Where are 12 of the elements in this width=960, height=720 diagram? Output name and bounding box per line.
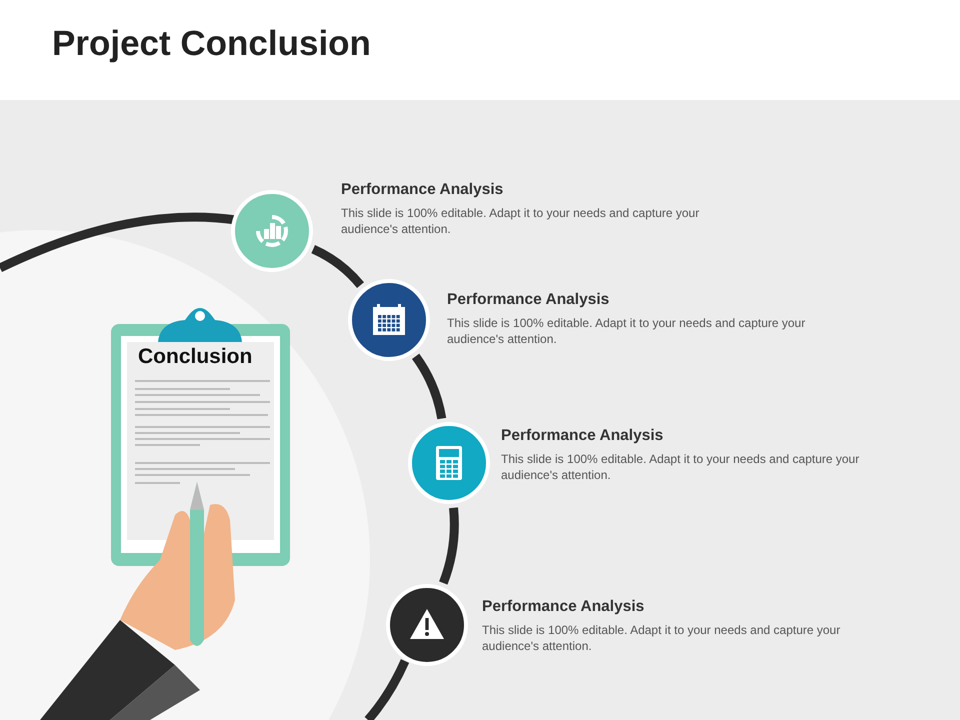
item-heading: Performance Analysis [341, 181, 504, 199]
connector-line [311, 245, 364, 288]
item-description: This slide is 100% editable. Adapt it to your needs and capture your audience's attention. [447, 315, 806, 347]
item-description: This slide is 100% editable. Adapt it to your needs and capture your audience's attention. [482, 622, 842, 654]
connector-line [439, 507, 459, 585]
item-heading: Performance Analysis [482, 598, 644, 616]
slide-title: Project Conclusion [52, 24, 371, 64]
connector-line [412, 354, 446, 420]
item-description: This slide is 100% editable. Adapt it to your needs and capture your audience's attention. [341, 205, 700, 237]
item-description: This slide is 100% editable. Adapt it to your needs and capture your audience's attention. [501, 451, 860, 483]
item-heading: Performance Analysis [501, 427, 664, 445]
item-heading: Performance Analysis [447, 291, 610, 309]
